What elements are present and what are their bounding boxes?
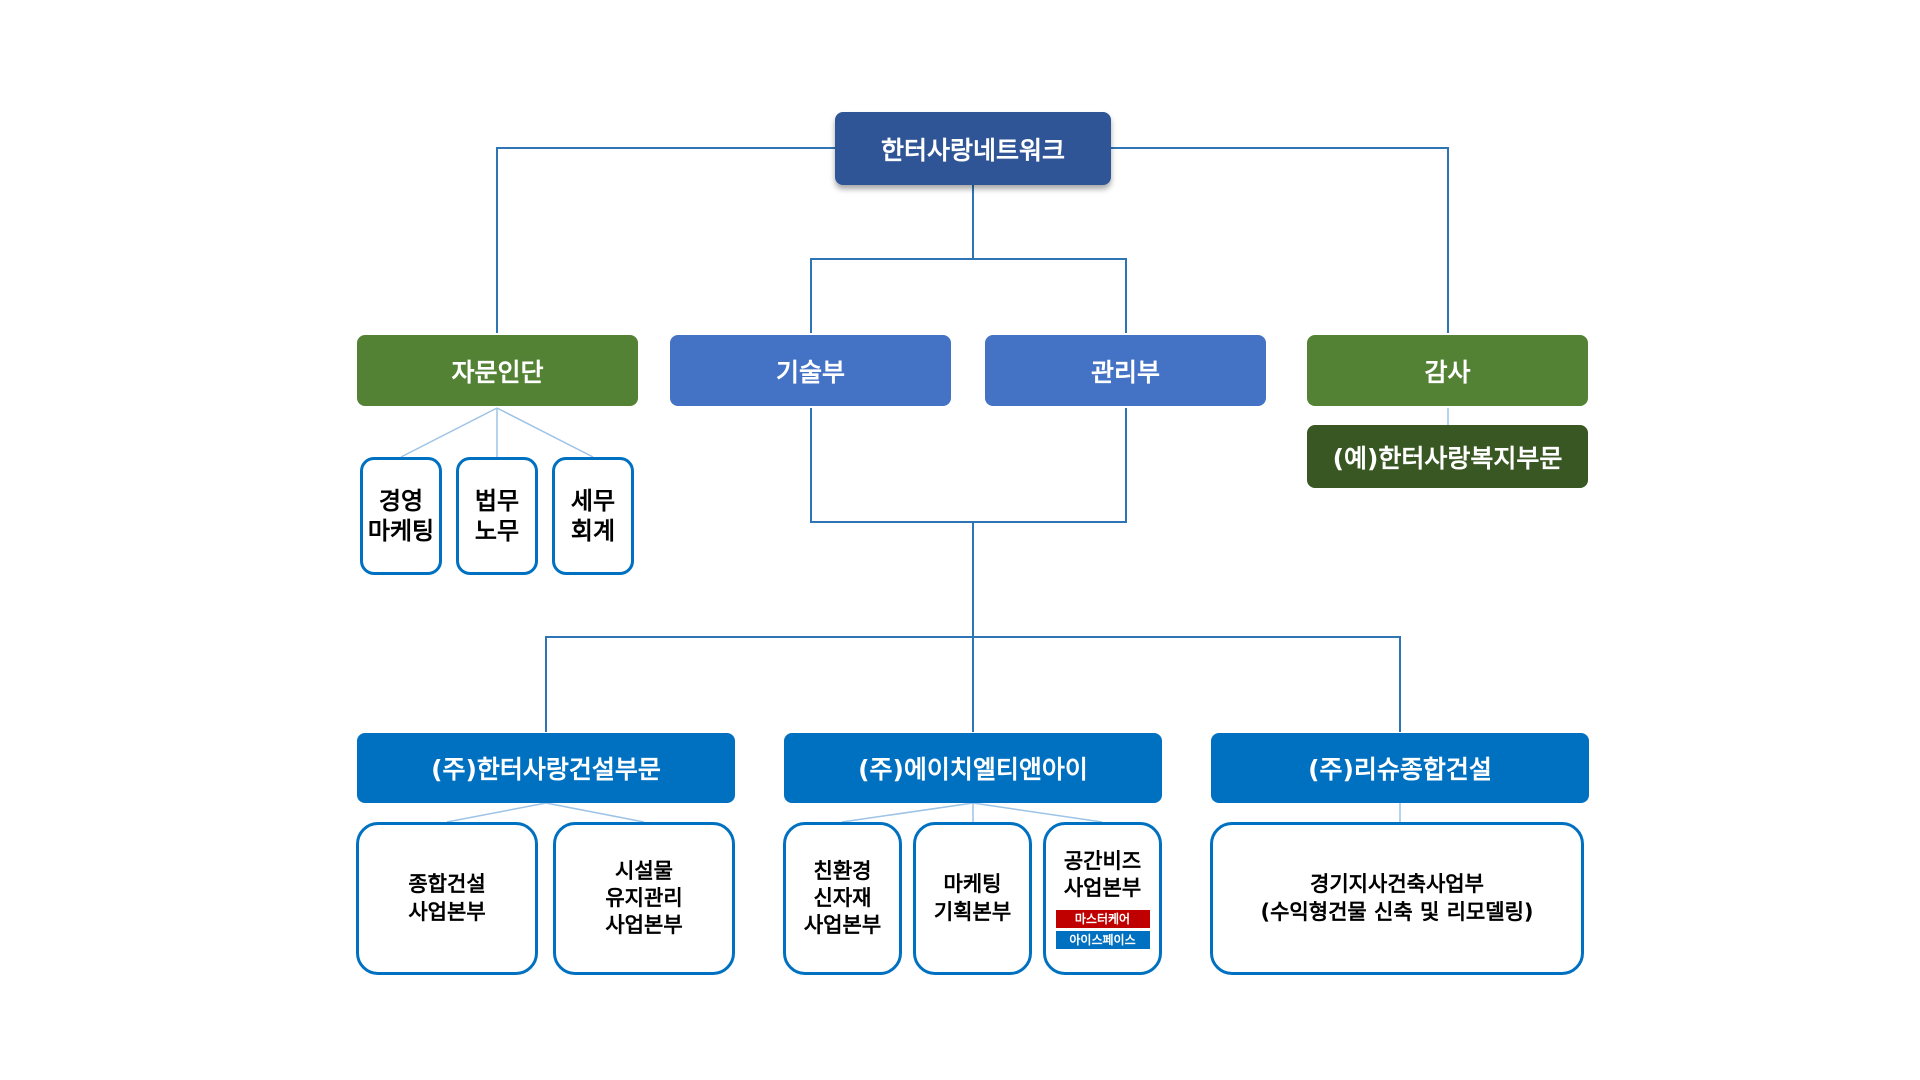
- company-label: (주)리슈종합건설: [1308, 755, 1492, 784]
- advisory-item: 세무 회계: [552, 457, 634, 575]
- unit-line: 사업본부: [408, 899, 486, 924]
- root-node: 한터사랑네트워크: [835, 112, 1111, 185]
- advisory-item-line: 경영: [378, 487, 424, 515]
- unit-line: (수익형건물 신축 및 리모델링): [1260, 899, 1534, 924]
- admin-node: 관리부: [985, 335, 1266, 406]
- unit-line: 사업본부: [605, 913, 683, 938]
- business-unit: 종합건설 사업본부: [356, 822, 538, 975]
- company-node: (주)에이치엘티앤아이: [784, 733, 1162, 803]
- advisory-item: 경영 마케팅: [360, 457, 442, 575]
- audit-label: 감사: [1424, 357, 1471, 387]
- admin-label: 관리부: [1090, 357, 1160, 387]
- welfare-label: (예)한터사랑복지부문: [1332, 443, 1563, 473]
- audit-node: 감사: [1307, 335, 1588, 406]
- tech-node: 기술부: [670, 335, 951, 406]
- advisory-label: 자문인단: [451, 357, 544, 387]
- unit-line: 사업본부: [803, 913, 882, 938]
- business-unit: 마케팅 기획본부: [913, 822, 1032, 975]
- advisory-item-line: 세무: [570, 487, 616, 515]
- business-unit: 시설물 유지관리 사업본부: [553, 822, 735, 975]
- unit-line: 기획본부: [933, 899, 1012, 924]
- root-label: 한터사랑네트워크: [880, 135, 1065, 165]
- unit-line: 유지관리: [605, 885, 683, 910]
- unit-line: 친환경: [813, 858, 872, 883]
- company-label: (주)한터사랑건설부문: [431, 755, 661, 784]
- advisory-item-line: 회계: [570, 517, 616, 545]
- company-node: (주)리슈종합건설: [1211, 733, 1589, 803]
- unit-line: 경기지사건축사업부: [1310, 872, 1484, 897]
- brand-tag-mastercare: 마스터케어: [1055, 910, 1150, 929]
- tech-label: 기술부: [775, 357, 845, 387]
- advisory-item-line: 법무: [474, 487, 520, 515]
- business-unit: 친환경 신자재 사업본부: [783, 822, 902, 975]
- advisory-item: 법무 노무: [456, 457, 538, 575]
- advisory-node: 자문인단: [357, 335, 638, 406]
- advisory-item-line: 노무: [474, 517, 520, 545]
- unit-line: 신자재: [813, 885, 872, 910]
- unit-line: 사업본부: [1063, 876, 1142, 900]
- welfare-node: (예)한터사랑복지부문: [1307, 425, 1588, 488]
- business-unit: 경기지사건축사업부 (수익형건물 신축 및 리모델링): [1210, 822, 1584, 975]
- unit-line: 마케팅: [943, 872, 1002, 897]
- company-node: (주)한터사랑건설부문: [357, 733, 735, 803]
- company-label: (주)에이치엘티앤아이: [858, 755, 1088, 784]
- unit-line: 공간비즈: [1063, 848, 1142, 873]
- unit-line: 종합건설: [408, 872, 486, 897]
- unit-line: 시설물: [615, 858, 673, 883]
- business-unit: 공간비즈 사업본부 마스터케어 아이스페이스: [1043, 822, 1162, 975]
- advisory-item-line: 마케팅: [367, 517, 435, 545]
- brand-tag-ispace: 아이스페이스: [1055, 931, 1150, 950]
